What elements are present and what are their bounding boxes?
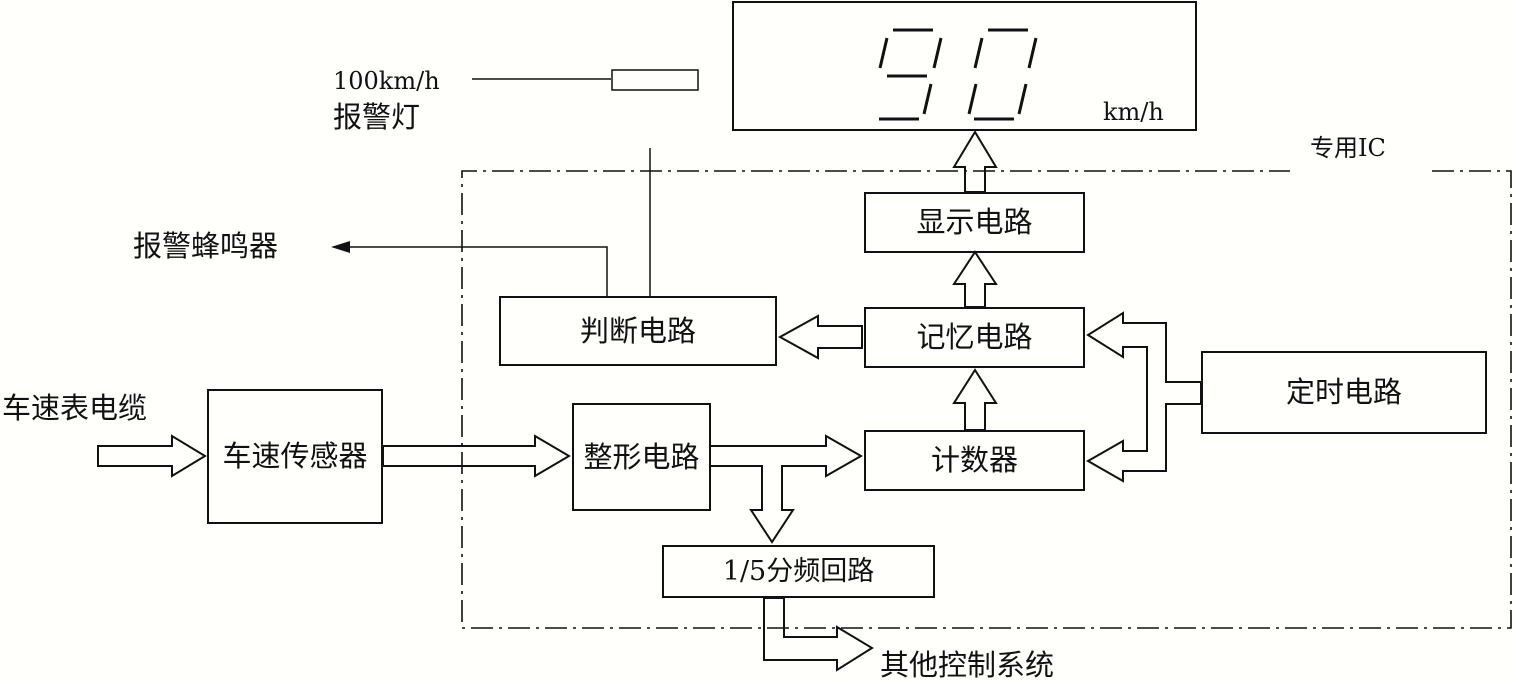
- memory-block: 记忆电路: [916, 320, 1033, 354]
- display-block: 显示电路: [916, 205, 1033, 239]
- seven-segment-digits: [878, 28, 1038, 121]
- divider-box: [662, 545, 935, 598]
- input-arrow: [97, 434, 207, 478]
- buzzer-arrowhead: [331, 241, 350, 253]
- counter-block: 计数器: [930, 443, 1018, 477]
- shaping-block: 整形电路: [583, 439, 700, 474]
- judge-to-buzzer-line: [340, 246, 608, 296]
- display-to-panel-arrow: [952, 130, 998, 193]
- judge-block: 判断电路: [579, 313, 696, 348]
- timer-block: 定时电路: [1285, 375, 1402, 409]
- alarm-lamp-indicator: [611, 69, 699, 91]
- sensor-block: 车速传感器: [222, 439, 368, 473]
- buzzer-label: 报警蜂鸣器: [133, 229, 279, 263]
- ic-label: 专用IC: [1310, 134, 1386, 162]
- alarm-lamp-name: 报警灯: [333, 100, 421, 134]
- divider-block: 1/5分频回路: [722, 556, 875, 587]
- memory-to-display-arrow: [952, 250, 998, 308]
- alarm-lamp-speed: 100km/h: [333, 67, 440, 95]
- sensor-to-shaping-arrow: [382, 434, 571, 478]
- ic-boundary: [461, 170, 1512, 629]
- display-unit: km/h: [1103, 98, 1164, 126]
- divider-to-output-arrow: [763, 597, 874, 672]
- output-label: 其他控制系统: [880, 648, 1055, 682]
- timer-to-memory-counter-arrows: [1085, 311, 1202, 483]
- shaping-split-arrows: [709, 434, 864, 544]
- memory-to-judge-arrow: [777, 314, 863, 360]
- counter-to-memory-arrow: [952, 368, 998, 431]
- display-panel-frame: [732, 1, 1197, 131]
- judge-box: [499, 296, 777, 366]
- input-label: 车速表电缆: [2, 391, 148, 425]
